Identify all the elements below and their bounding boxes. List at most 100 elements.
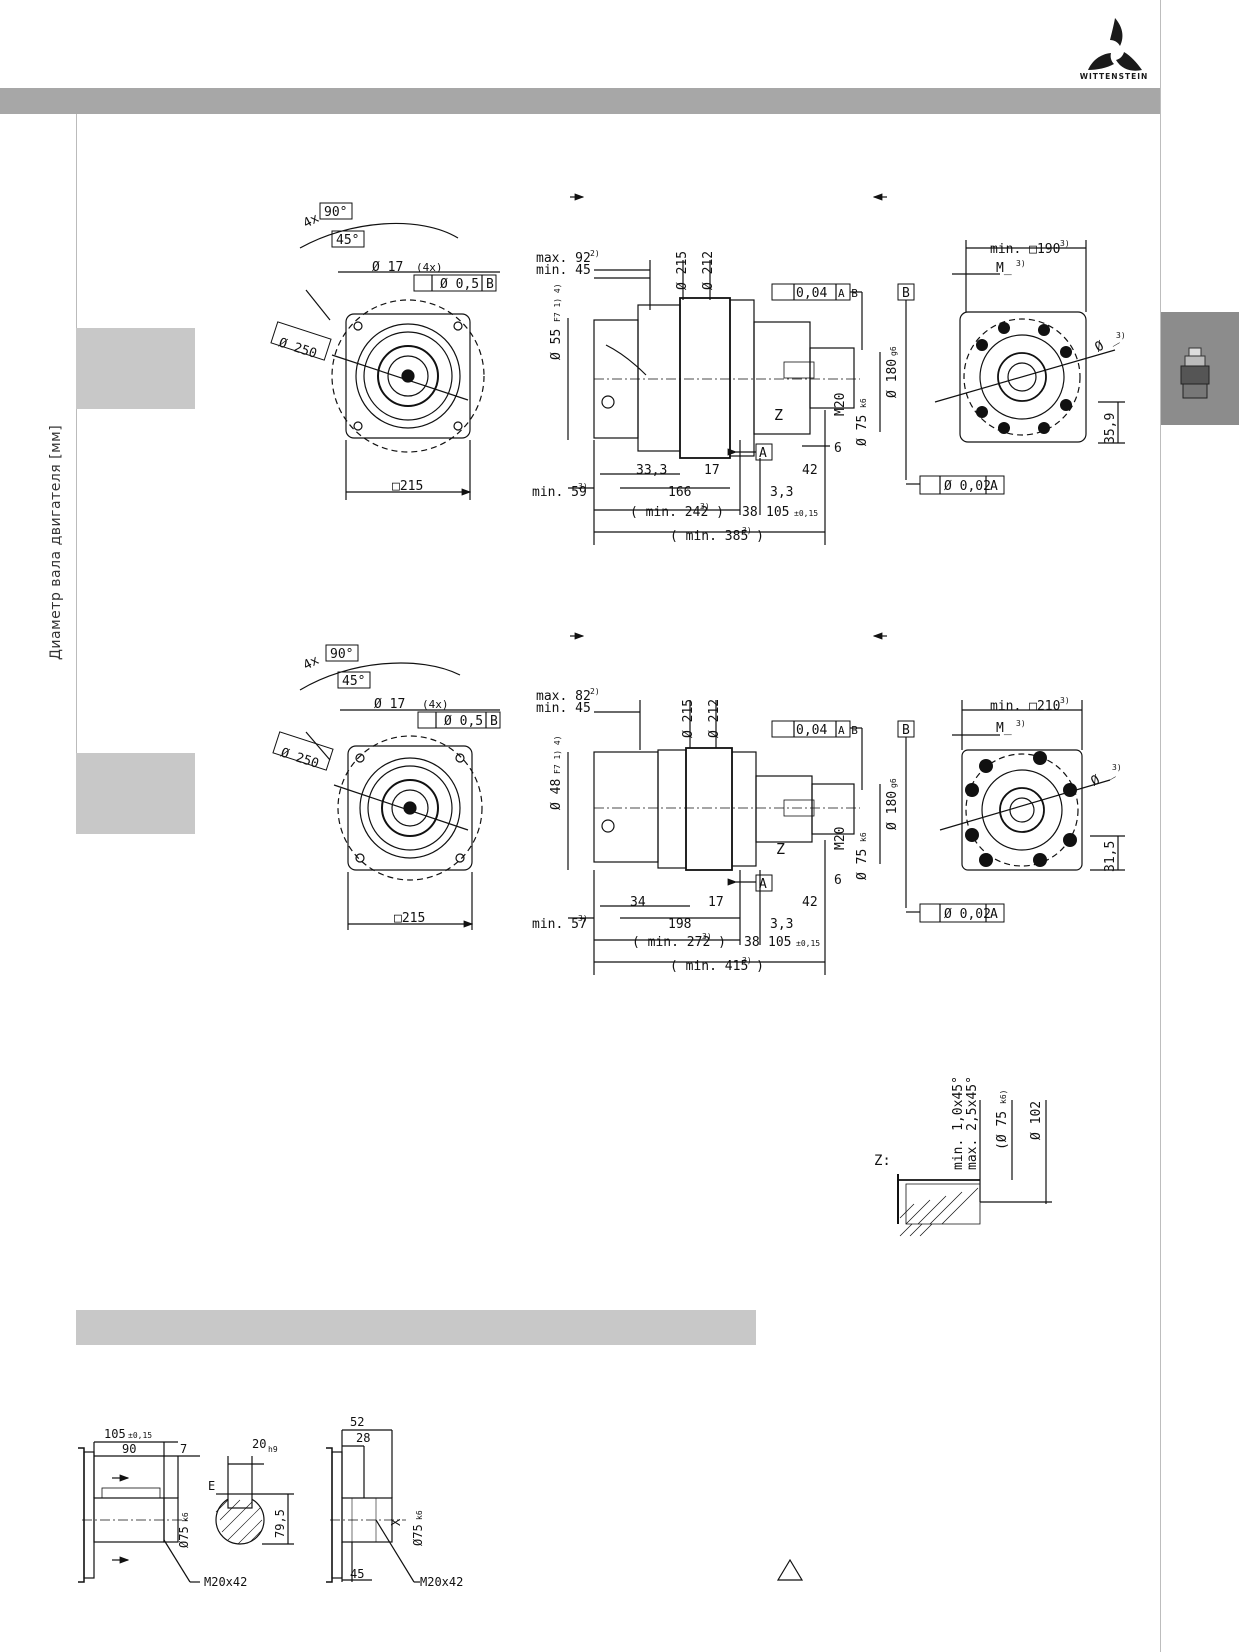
brand-name: WITTENSTEIN — [1079, 72, 1149, 81]
d1-min-square-note: 3) — [1060, 239, 1070, 248]
d2-d75: Ø 75 — [855, 849, 870, 880]
d1-dim-35-9: 35,9 — [1103, 413, 1118, 444]
d1-square: □215 — [392, 479, 423, 494]
d2-dim-6: 6 — [834, 873, 842, 888]
shaft-keyed — [78, 1441, 294, 1583]
d2-d75-tol: k6 — [859, 832, 868, 842]
d1-perpendicularity: Ø 0,02 — [944, 479, 991, 494]
detail-z — [897, 1100, 1052, 1237]
section-bar — [76, 1310, 756, 1345]
d2-square: □215 — [394, 911, 425, 926]
d2-runout-datums: A B — [838, 724, 858, 737]
drawing-1 — [270, 193, 1125, 545]
d1-phi-note: 3) — [1116, 331, 1126, 340]
d2-bore: Ø 48 — [549, 779, 564, 810]
d2-min-length: min. 45 — [536, 701, 591, 716]
d1-runout: 0,04 — [796, 286, 827, 301]
d1-pcd: Ø 250 — [277, 336, 319, 362]
shaft-keyed-dim-105-tol: ±0,15 — [128, 1431, 152, 1440]
shaft-smooth — [326, 1429, 420, 1583]
shaft-smooth-dim-45: 45 — [350, 1567, 364, 1581]
header-bar — [0, 88, 1160, 114]
flange-square — [345, 313, 471, 439]
d2-hole-count: (4x) — [422, 698, 449, 711]
d1-max-length-note: 2) — [590, 249, 600, 258]
d1-min-242: ( min. 242 ) — [630, 505, 724, 520]
d1-position-tolerance: Ø 0,5 — [440, 277, 479, 292]
product-tab[interactable] — [1161, 312, 1239, 425]
d1-dim-105-tol: ±0,15 — [794, 509, 818, 518]
d1-runout-datums: A B — [838, 287, 858, 300]
d2-min-square-note: 3) — [1060, 696, 1070, 705]
d1-m-note: 3) — [1016, 259, 1026, 268]
d1-perp-datum: A — [990, 479, 998, 494]
d2-min-415-note: 3) — [742, 956, 752, 965]
gearbox-thumbnail-icon — [1180, 347, 1210, 399]
d2-d212: Ø 212 — [707, 699, 722, 738]
page-edge-rule — [1160, 0, 1161, 1652]
d1-datum-b-box: B — [902, 286, 910, 301]
d1-bore: Ø 55 — [549, 329, 564, 360]
shaft-keyed-dim-105: 105 — [104, 1427, 126, 1441]
d2-min-57-note: 3) — [578, 914, 588, 923]
drawing-2 — [272, 632, 1125, 975]
d2-angle-45: 45° — [342, 674, 365, 689]
d1-bore-fit: F7 1) 4) — [553, 283, 562, 322]
d2-datum-a: A — [759, 877, 767, 892]
d2-d180: Ø 180 — [885, 791, 900, 830]
d2-dim-105-tol: ±0,15 — [796, 939, 820, 948]
d2-detail-z: Z — [776, 840, 785, 858]
d2-pcd: Ø 250 — [279, 746, 321, 772]
d1-d180-tol: g6 — [889, 346, 898, 356]
detail-z-d75-tol: k6) — [999, 1090, 1008, 1104]
d2-dim-17: 17 — [708, 895, 724, 910]
d1-dim-42: 42 — [802, 463, 818, 478]
d2-min-272-note: 3) — [702, 932, 712, 941]
detail-z-d75: (Ø 75 — [995, 1111, 1010, 1150]
shaft-keyed-d75-tol: k6 — [181, 1512, 190, 1522]
d1-dim-38: 38 — [742, 505, 758, 520]
d1-min-242-note: 3) — [700, 502, 710, 511]
wittenstein-logo-icon — [1088, 18, 1142, 71]
shaft-keyed-thread: M20x42 — [204, 1575, 247, 1589]
d2-angle-count: 4x — [301, 653, 322, 674]
d2-position-tolerance: Ø 0,5 — [444, 714, 483, 729]
d2-runout: 0,04 — [796, 723, 827, 738]
d2-min-57: min. 57 — [532, 917, 587, 932]
d2-dim-38: 38 — [744, 935, 760, 950]
d2-datum-b-box: B — [902, 723, 910, 738]
d2-dim-42: 42 — [802, 895, 818, 910]
shaft-smooth-d75-tol: k6 — [415, 1510, 424, 1520]
sidebar-rule — [76, 114, 77, 830]
d2-min-square: min. □210 — [990, 699, 1060, 714]
shaft-smooth-d75: Ø75 — [411, 1524, 425, 1546]
shaft-keyed-dim-79-5: 79,5 — [273, 1509, 287, 1538]
d2-bore-fit: F7 1) 4) — [553, 735, 562, 774]
d2-perpendicularity: Ø 0,02 — [944, 907, 991, 922]
shaft-keyed-dim-20-tol: h9 — [268, 1445, 278, 1454]
shaft-keyed-dim-7: 7 — [180, 1442, 187, 1456]
d1-dim-33-3: 33,3 — [636, 463, 667, 478]
d1-dim-6: 6 — [834, 441, 842, 456]
d1-d180: Ø 180 — [885, 359, 900, 398]
d1-min-59: min. 59 — [532, 485, 587, 500]
d1-dim-166: 166 — [668, 485, 691, 500]
shaft-smooth-dim-52: 52 — [350, 1415, 364, 1429]
d2-m20: M20 — [833, 827, 848, 850]
d1-m20: M20 — [833, 393, 848, 416]
d1-dim-3-3: 3,3 — [770, 485, 793, 500]
detail-z-d102: Ø 102 — [1029, 1101, 1044, 1140]
d1-d212: Ø 212 — [701, 251, 716, 290]
d2-max-length: max. 82 — [536, 689, 591, 704]
d2-dim-31-5: 31,5 — [1103, 841, 1118, 872]
d1-angle-90: 90° — [324, 205, 347, 220]
d1-datum-a: A — [759, 446, 767, 461]
d1-m-label: M_ — [996, 261, 1012, 276]
detail-z-chamfer-max: max. 2,5x45° — [965, 1076, 980, 1170]
d2-dim-34: 34 — [630, 895, 646, 910]
detail-z-chamfer-min: min. 1,0x45° — [951, 1076, 966, 1170]
d2-dim-198: 198 — [668, 917, 691, 932]
d2-d215: Ø 215 — [681, 699, 696, 738]
shaft-keyed-e: E — [208, 1479, 215, 1493]
d2-hole: Ø 17 — [374, 697, 405, 712]
